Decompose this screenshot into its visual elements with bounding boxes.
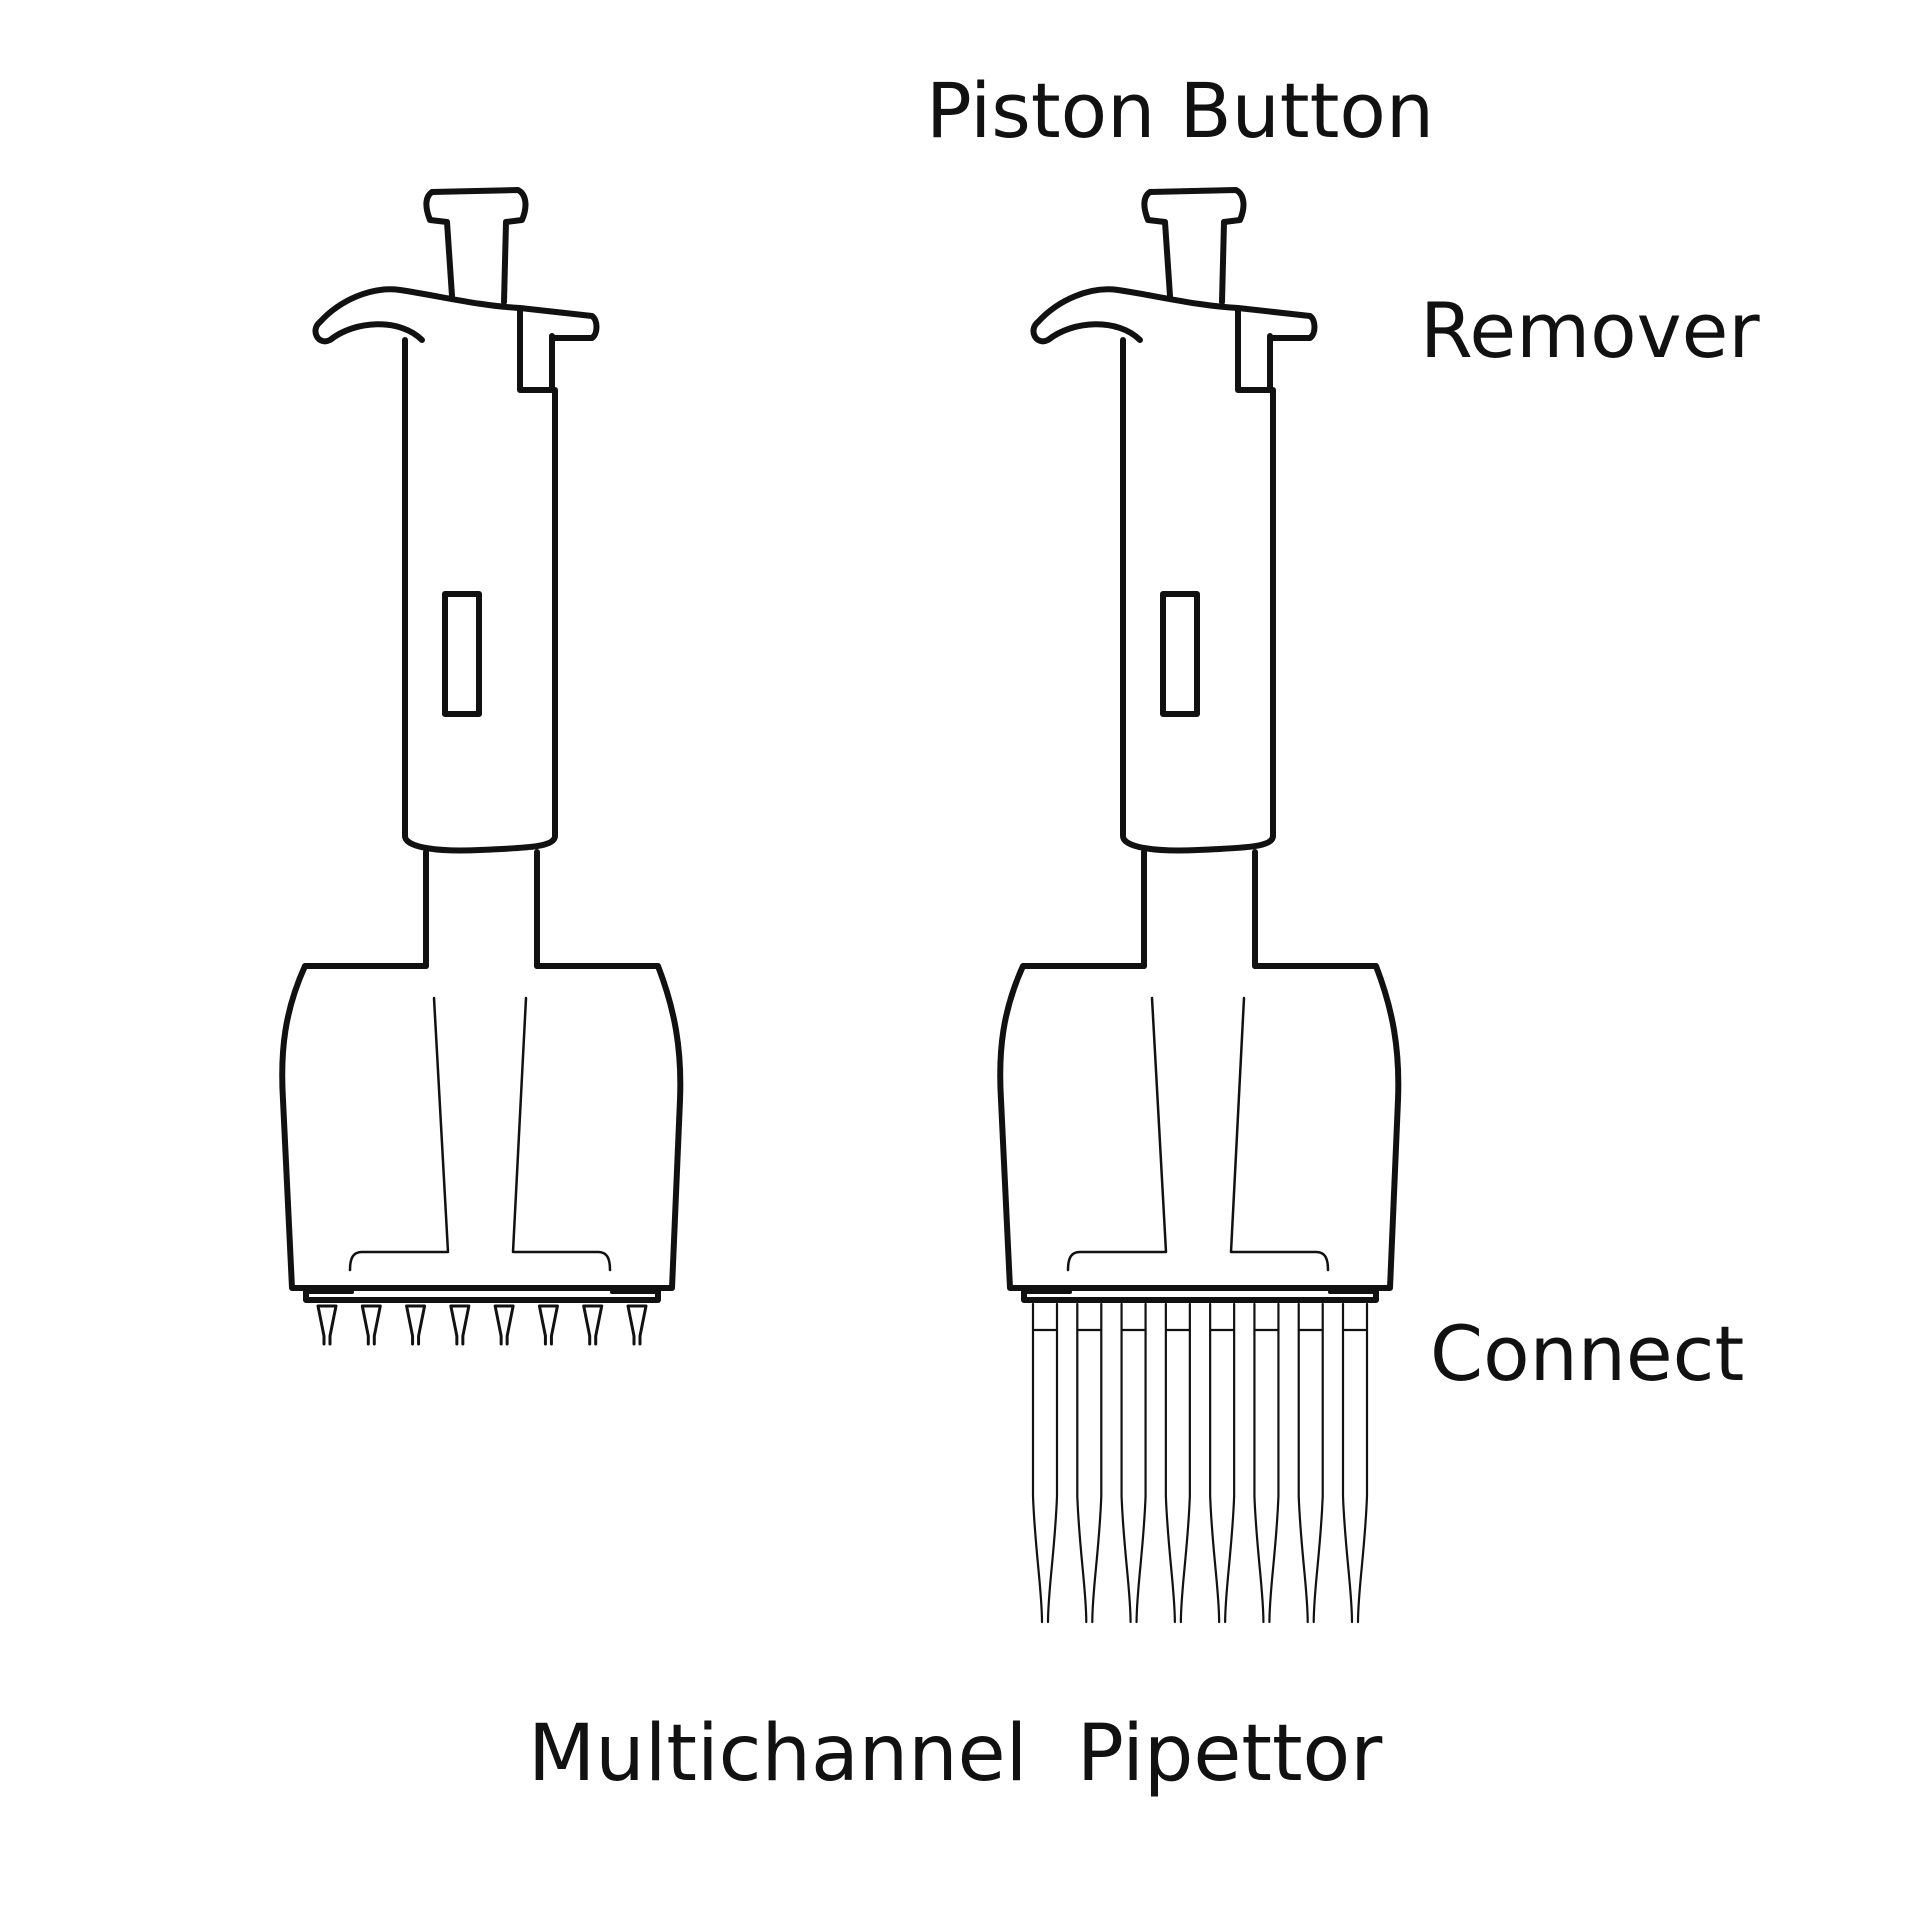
nozzle <box>582 1304 604 1346</box>
volume-window <box>442 591 482 717</box>
pipette-tip <box>1076 1302 1103 1624</box>
label-connect: Connect <box>1430 1309 1744 1398</box>
label-remover: Remover <box>1420 286 1760 375</box>
handle-body <box>1120 337 1276 854</box>
bottom-plate <box>1021 1285 1379 1303</box>
diagram-title: Multichannel Pipettor <box>528 1709 1383 1799</box>
neck <box>423 849 540 969</box>
tip-remover <box>517 305 555 393</box>
label-piston-button: Piston Button <box>926 66 1434 155</box>
pipette-tip <box>1341 1302 1369 1624</box>
neck <box>1141 849 1258 969</box>
pipettor-without-tips <box>279 187 684 1346</box>
finger-hook <box>1030 286 1318 345</box>
bottom-plate <box>303 1285 661 1303</box>
manifold-block <box>279 963 684 1291</box>
nozzle <box>493 1304 515 1346</box>
finger-hook <box>312 286 600 345</box>
pipette-tip <box>1120 1302 1147 1624</box>
volume-window <box>1160 591 1200 717</box>
inner-channel-lines <box>1066 996 1330 1272</box>
nozzle <box>405 1304 427 1346</box>
inner-channel-lines <box>348 996 612 1272</box>
pipette-tip <box>1164 1302 1191 1624</box>
nozzle <box>626 1304 648 1346</box>
manifold-block <box>997 963 1402 1291</box>
nozzle <box>360 1304 382 1346</box>
nozzle <box>449 1304 471 1346</box>
pipette-tip <box>1253 1302 1280 1624</box>
nozzle <box>316 1304 338 1346</box>
piston-button <box>1141 187 1247 305</box>
pipette-tip <box>1031 1302 1059 1624</box>
pipette-tip <box>1209 1302 1236 1624</box>
tip-remover <box>1235 305 1273 393</box>
pipettor-with-tips <box>997 187 1402 1624</box>
nozzle <box>537 1304 559 1346</box>
piston-button <box>423 187 529 305</box>
pipette-tip <box>1297 1302 1324 1624</box>
handle-body <box>402 337 558 854</box>
